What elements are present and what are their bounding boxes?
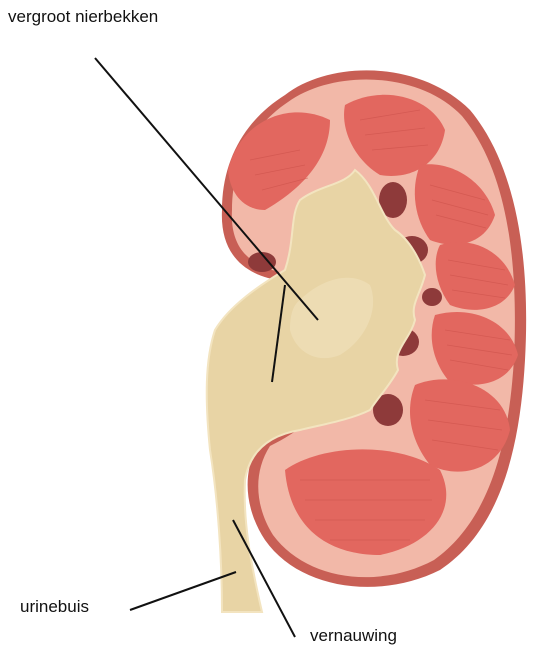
label-narrowing: vernauwing — [310, 627, 397, 644]
label-enlarged-pelvis: vergroot nierbekken — [8, 8, 158, 25]
leader-line-ureter — [130, 572, 236, 610]
label-ureter: urinebuis — [20, 598, 89, 615]
